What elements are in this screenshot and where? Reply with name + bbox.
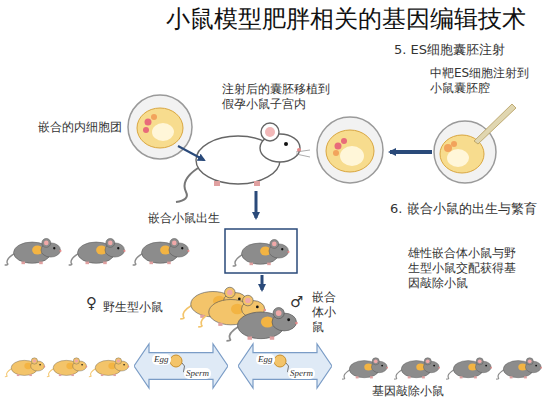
chimeric-mice <box>5 238 290 266</box>
part-label: 嵌合的内细胞团 <box>38 120 122 135</box>
band-shape <box>238 342 332 390</box>
part-label: 基因敲除小鼠 <box>372 384 444 399</box>
band-text: Sperm <box>288 368 315 379</box>
note: 注射后的囊胚移植到假孕小鼠子宫内 <box>222 82 338 112</box>
wild-type-offspring <box>5 358 129 377</box>
white-mouse <box>176 123 310 202</box>
double-arrow-band: EggSperm <box>238 342 332 390</box>
step-heading: 5. ES细胞囊胚注射 <box>394 42 505 58</box>
band-text: Egg <box>256 354 275 365</box>
arrow <box>261 275 264 290</box>
blastocyst-circle <box>317 117 383 183</box>
sex-symbol: ♀ <box>86 294 97 313</box>
knockout-offspring <box>342 358 542 379</box>
note: 中靶ES细胞注射到小鼠囊胚腔 <box>430 66 534 96</box>
note: 雄性嵌合体小鼠与野生型小鼠交配获得基因敲除小鼠 <box>408 246 522 291</box>
chimera-male <box>226 308 297 341</box>
part-label: 野生型小鼠 <box>103 300 163 315</box>
stage-label: 嵌合小鼠出生 <box>148 211 220 226</box>
arrow <box>390 150 432 154</box>
highlight-box <box>225 229 297 273</box>
sex-symbol: ♂ <box>290 293 303 312</box>
band-text: Sperm <box>184 368 211 379</box>
double-arrow-band: EggSperm <box>134 342 228 390</box>
arrow <box>178 146 204 160</box>
arrow <box>255 191 258 218</box>
injection-circle <box>434 104 516 183</box>
step-heading: 6. 嵌合小鼠的出生与繁育 <box>390 201 537 217</box>
title: 小鼠模型肥胖相关的基因编辑技术 <box>166 4 526 34</box>
band-shape <box>134 342 228 390</box>
part-label: 嵌合体小鼠 <box>312 290 338 335</box>
band-text: Egg <box>152 354 171 365</box>
